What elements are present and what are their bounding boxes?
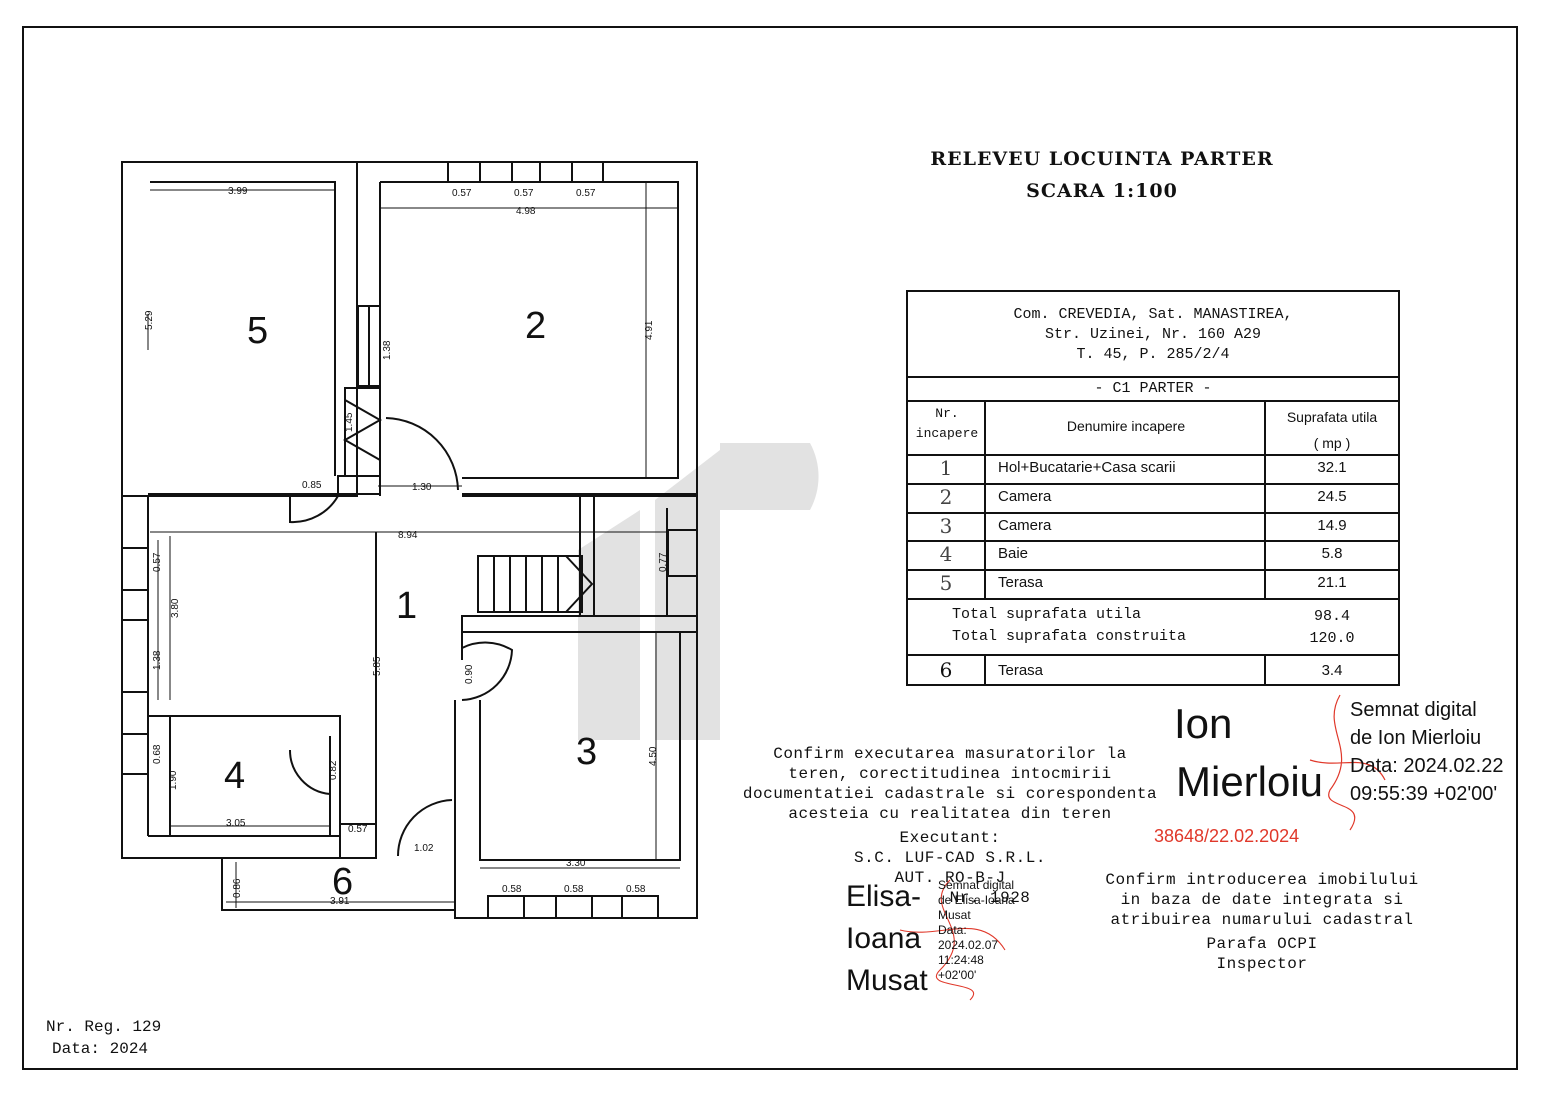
confirm-ocpi: Confirm introducerea imobilului in baza … [1105,871,1419,973]
table-row-nr: 4 [939,542,953,567]
wall-left-outer [121,496,222,859]
dim-label: 3.91 [330,896,350,907]
dim-label: 3.05 [226,818,246,829]
room-label-4: 4 [224,755,245,797]
wall-room3-outer [454,628,698,919]
drawing-scale: SCARA 1:100 [1026,180,1178,202]
dim-label: 0.68 [152,744,163,764]
table-row-area: 24.5 [1317,487,1347,505]
dim-label: 4.91 [644,320,655,340]
table-row-name: Hol+Bucatarie+Casa scarii [998,459,1176,476]
header-name: Denumire incapere [1066,418,1186,434]
signature-scribble-musat [899,879,1006,1001]
registration-date: Data: 2024 [52,1040,149,1058]
table-row-nr: 1 [939,456,953,480]
table-row-area: 21.1 [1317,574,1347,592]
dim-label: 0.57 [514,188,534,199]
header-nr: Nr.incapere [915,406,979,441]
dim-label: 0.85 [302,480,322,491]
dim-label: 1.38 [152,650,163,670]
table-row-name: Terasa [998,574,1044,592]
table-row-nr: 5 [939,571,953,596]
drawing-title: RELEVEU LOCUINTA PARTER [930,148,1274,170]
extra-row-nr: 6 [939,658,953,682]
table-row-name: Baie [998,545,1029,563]
door-1 [385,417,459,491]
dim-label: 0.57 [152,552,163,572]
dim-label: 0.82 [328,760,339,780]
table-row-divider [908,482,1398,485]
room-label-5: 5 [247,310,268,352]
digital-signature-info: Semnat digital de Ion Mierloiu Data: 202… [1350,699,1504,805]
total-constr-value: 120.0 [1309,630,1355,647]
table-row-nr: 2 [939,484,953,509]
dim-label: 0.86 [232,878,243,898]
digital-signature-info-2: Semnat digital de Elisa-Ioana Musat Data… [938,878,1015,982]
table-row-area: 5.8 [1321,545,1343,563]
extra-row-name: Terasa [998,662,1044,679]
address-line-3: T. 45, P. 285/2/4 [1076,346,1230,363]
room-label-3: 3 [576,731,597,773]
dim-label: 0.90 [464,664,475,684]
wall-room4 [148,715,341,837]
wall-room5-outer [121,161,358,497]
wall-room5-inner [150,181,336,476]
dim-label: 0.57 [452,188,472,199]
room-label-2: 2 [525,305,546,347]
dim-label: 4.50 [648,746,659,766]
dim-label: 1.38 [382,340,393,360]
dim-label: 0.77 [658,552,669,572]
wall-room3-inner [479,632,681,861]
signer-name-first: Ion [1174,700,1233,747]
rooms-table: Com. CREVEDIA, Sat. MANASTIREA, Str. Uzi… [906,290,1400,686]
dim-label: 8.94 [398,530,418,541]
header-area: Suprafata utila( mp ) [1286,409,1378,451]
total-constr-label: Total suprafata construita [952,628,1187,645]
dim-label: 0.57 [348,824,368,835]
dim-label: 1.90 [168,770,179,790]
dim-label: 5.29 [144,310,155,330]
dim-label: 1.30 [412,482,432,493]
table-row-area: 14.9 [1317,516,1347,534]
drawing-frame [22,26,1518,1070]
total-util-value: 98.4 [1313,608,1350,625]
table-row-name: Camera [998,516,1052,534]
signer2-name: Elisa- Ioana Musat [846,880,928,997]
dim-label: 1.02 [414,843,434,854]
table-row-divider [908,511,1398,514]
table-row-nr: 3 [939,513,953,538]
dim-label: 3.99 [228,186,248,197]
watermark-logo [578,443,819,740]
dim-label: 3.30 [566,858,586,869]
address-line-1: Com. CREVEDIA, Sat. MANASTIREA, [1013,306,1293,323]
dim-label: 3.80 [170,598,181,618]
dim-label: 0.57 [576,188,596,199]
room-label-6: 6 [332,861,353,903]
dim-label: 1.45 [344,412,355,432]
signer-name-last: Mierloiu [1176,758,1324,805]
table-row-divider [908,569,1398,572]
table-row-area: 32.1 [1317,459,1347,476]
dim-label: 0.58 [626,884,646,895]
dim-label: 0.58 [564,884,584,895]
confirm-executant: Confirm executarea masuratorilor la tere… [742,745,1158,907]
signature-scribble-mierloiu [1309,694,1386,831]
dim-label: 5.85 [372,656,383,676]
extra-row-area: 3.4 [1321,662,1343,679]
table-row-divider [908,540,1398,543]
registration-stamp: 38648/22.02.2024 [1154,826,1300,846]
table-section-title: - C1 PARTER - [1094,380,1212,397]
total-util-label: Total suprafata utila [952,606,1142,623]
dim-label: 4.98 [516,206,536,217]
table-row-name: Camera [998,487,1052,505]
dim-label: 0.58 [502,884,522,895]
address-line-2: Str. Uzinei, Nr. 160 A29 [1044,326,1262,343]
room-label-1: 1 [396,585,417,627]
registration-number: Nr. Reg. 129 [46,1018,162,1036]
